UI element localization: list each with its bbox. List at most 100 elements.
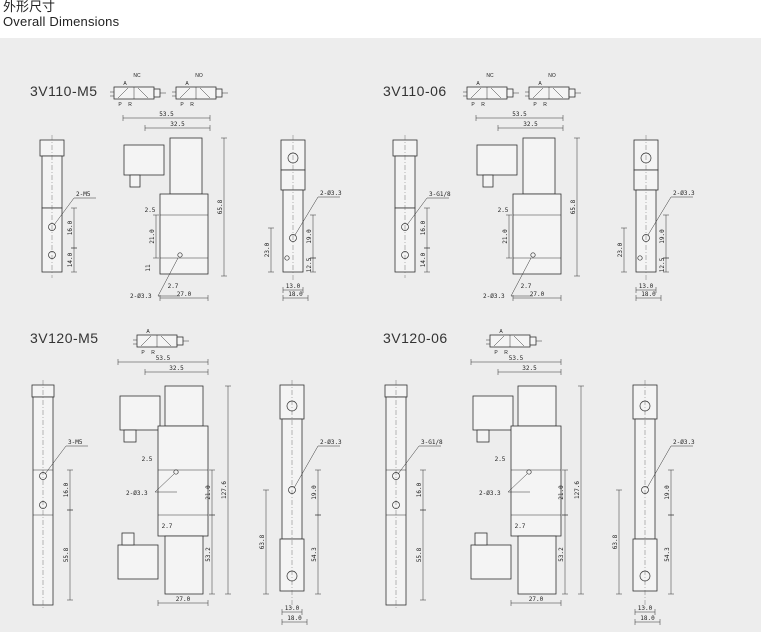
body-outline (117, 544, 159, 580)
dimension-label: 18.0 (288, 291, 303, 298)
dimension-label: 13.0 (286, 283, 301, 290)
port-label-p: P (471, 102, 475, 108)
dimension-label: 16.0 (416, 482, 423, 497)
dimension-label: 2.5 (145, 207, 156, 214)
page-header: 外形尺寸 Overall Dimensions (3, 1, 119, 29)
title-english: Overall Dimensions (3, 14, 120, 29)
port-label-r: R (128, 102, 132, 108)
body-outline (476, 144, 518, 176)
port-label-r: R (504, 350, 508, 356)
dimension-label: 13.0 (639, 283, 654, 290)
dimension-label: 65.8 (570, 199, 577, 214)
dimension-label: 2.5 (495, 456, 506, 463)
dimension-label: 21.0 (502, 229, 509, 244)
model-label-3v110-m5: 3V110-M5 (30, 83, 98, 99)
dimension-label: 19.0 (664, 485, 671, 500)
port-hole (401, 251, 409, 259)
body-outline (215, 88, 223, 98)
callout-label: 3-G1/8 (429, 191, 451, 198)
outline-line (507, 473, 528, 493)
outline-line (532, 87, 544, 99)
callout-label: 2-Ø3.3 (673, 190, 695, 197)
callout-label: 3-M5 (68, 439, 83, 446)
outline-line (53, 197, 75, 226)
port-label-a: A (146, 329, 150, 335)
dimension-label: 2.7 (515, 523, 526, 530)
body-outline (476, 429, 490, 443)
port-hole (48, 223, 56, 231)
dimension-label: 32.5 (523, 121, 538, 128)
body-outline (517, 385, 557, 427)
dimension-label: 2.7 (162, 523, 173, 530)
outline-line (397, 445, 420, 475)
left-view: 3-G1/816.014.0 (392, 135, 451, 278)
dimension-label: 16.0 (420, 220, 427, 235)
right-view: 2-Ø3.319.012.523.013.018.0 (264, 135, 342, 301)
symbol-label: NC (133, 73, 141, 79)
callout-label: 3-G1/8 (421, 439, 443, 446)
port-hole (392, 501, 400, 509)
dimension-label: 54.3 (311, 547, 318, 562)
dimension-label: 65.8 (217, 199, 224, 214)
right-view: 2-Ø3.319.054.363.813.018.0 (259, 380, 342, 625)
body-outline (119, 395, 161, 431)
hole-label: 2-Ø3.3 (126, 490, 148, 497)
port-label-r: R (151, 350, 155, 356)
dimension-label: 32.5 (170, 121, 185, 128)
outline-line (552, 87, 564, 99)
outline-line (493, 335, 505, 347)
dimension-label: 55.8 (416, 547, 423, 562)
port-label-a: A (185, 81, 189, 87)
port-hole (39, 501, 47, 509)
body-outline (159, 193, 209, 275)
dimension-label: 53.5 (156, 355, 171, 362)
outline-line (647, 196, 672, 236)
outline-line (294, 196, 319, 236)
port-label-p: P (494, 350, 498, 356)
body-outline (482, 174, 494, 188)
body-outline (176, 336, 184, 346)
body-outline (529, 336, 537, 346)
port-label-r: R (481, 102, 485, 108)
body-outline (472, 395, 514, 431)
dimension-label: 53.5 (509, 355, 524, 362)
dimension-label: 12.5 (659, 257, 666, 272)
body-outline (123, 429, 137, 443)
dimension-label: 23.0 (617, 242, 624, 257)
right-view: 2-Ø3.319.012.523.013.018.0 (617, 135, 695, 301)
outline-line (293, 445, 319, 489)
body-outline (470, 544, 512, 580)
body-outline (506, 88, 514, 98)
dimension-label: 53.2 (558, 547, 565, 562)
port-hole (642, 234, 650, 242)
model-drawing-3v110-06: 3-G1/816.014.053.532.565.821.02.52.727.0… (392, 111, 695, 301)
body-outline (164, 535, 204, 595)
body-outline (129, 174, 141, 188)
body-outline (164, 385, 204, 427)
model-drawing-3v120-06: 3-G1/816.055.853.532.5127.621.053.22.52.… (384, 355, 695, 625)
callout-label: 2-Ø3.3 (320, 190, 342, 197)
dimension-label: 2.5 (498, 207, 509, 214)
dimension-label: 27.0 (530, 291, 545, 298)
dimension-label: 18.0 (287, 615, 302, 622)
model-label-3v120-06: 3V120-06 (383, 330, 448, 346)
dimension-label: 2.7 (521, 283, 532, 290)
port-label-a: A (476, 81, 480, 87)
outline-line (470, 87, 482, 99)
port-label-a: A (123, 81, 127, 87)
hole-label: 2-Ø3.3 (483, 293, 505, 300)
outline-line (154, 473, 175, 493)
left-view: 3-G1/8 16.0 55.8 (384, 380, 443, 610)
port-hole (288, 486, 296, 494)
dimension-label: 32.5 (522, 365, 537, 372)
port-label-p: P (533, 102, 537, 108)
dimension-label: 53.5 (159, 111, 174, 118)
callout-label: 2-Ø3.3 (673, 439, 695, 446)
dimension-label: 13.0 (638, 605, 653, 612)
port-label-p: P (141, 350, 145, 356)
